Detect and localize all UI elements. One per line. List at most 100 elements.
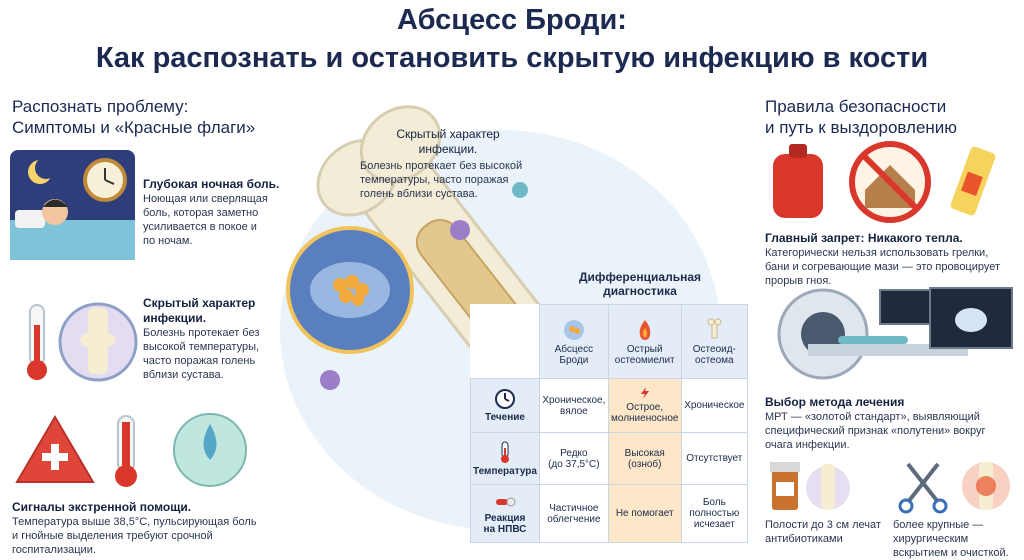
night-pain-text: Ноющая или сверлящая: [143, 193, 268, 205]
emergency-title: Сигналы экстренной помощи.: [12, 500, 192, 514]
no-sauna-icon: [849, 141, 931, 223]
column-header-label: Абсцесс: [554, 343, 594, 355]
knee-joint-icon: [80, 308, 116, 374]
table-title-line: диагностика: [603, 284, 677, 298]
night-pain-block: Глубокая ночная боль. Ноющая или сверлящ…: [143, 177, 283, 248]
emergency-text: Температура выше 38,5°С, пульсирующая бо…: [12, 516, 257, 528]
table-cell-text: полностью: [689, 508, 740, 519]
knee-icon: [806, 464, 850, 510]
table-cell-text: Редко: [560, 447, 588, 459]
page-title-line2: Как распознать и остановить скрытую инфе…: [95, 42, 929, 74]
page-title-line1: Абсцесс Броди:: [397, 4, 627, 36]
table-title: Дифференциальная диагностика: [560, 270, 720, 298]
hidden-infection-text: Болезнь протекает без: [143, 327, 260, 339]
table-cell-text: Отсутствует: [686, 453, 743, 464]
table-cell-text: вялое: [560, 405, 588, 417]
left-heading-line2: Симптомы и «Красные флаги»: [12, 118, 256, 137]
table-cell: Хроническое: [680, 378, 749, 433]
hidden-infection-title: Скрытый характер: [143, 296, 256, 310]
warning-cross-icon: [15, 415, 95, 483]
table-header-row: Абсцесс Броди Острый остеомиелит Остеоид…: [471, 304, 749, 379]
table-cell-text: Хроническое,: [542, 394, 606, 406]
center-note-text: Болезнь протекает без высокой: [360, 160, 523, 172]
column-header-label: Острый: [626, 343, 663, 355]
thermometer-icon: [27, 304, 47, 380]
table-cell: Не помогает: [607, 484, 682, 543]
row-header-temperature: Температура: [470, 432, 540, 485]
surgery-text: хирургическим: [893, 533, 969, 545]
night-pain-text: боль, которая заметно: [143, 207, 259, 219]
center-note-text: температуры, часто поражая: [360, 174, 509, 186]
treatment-method-title: Выбор метода лечения: [765, 395, 905, 409]
table-cell: Острое,молниеносное: [607, 378, 682, 433]
heat-ban-text: Категорически нельзя использовать грелки…: [765, 247, 989, 259]
table-cell-text: Не помогает: [615, 508, 674, 519]
center-note-title: инфекции.: [418, 142, 478, 156]
antibiotics-block: Полости до 3 см лечат антибиотиками: [765, 518, 885, 546]
column-header-osteoid-osteoma: Остеоид- остеома: [680, 304, 749, 379]
table-row-temperature: Температура Редко(до 37,5°С) Высокая(озн…: [470, 432, 749, 485]
table-cell-text: молниеносное: [610, 413, 679, 424]
table-cell-text: (озноб): [627, 458, 662, 470]
row-header-label: Температура: [473, 466, 537, 477]
hot-water-bottle-icon: [773, 144, 823, 218]
table-cell-text: (до 37,5°С): [548, 458, 600, 470]
night-pain-title: Глубокая ночная боль.: [143, 177, 280, 191]
heat-ban-text: бани и согревающие мази — это провоцируе…: [765, 261, 1001, 273]
bone-icon: [707, 318, 722, 338]
row-header-nsaid: Реакция на НПВС: [470, 484, 540, 543]
hidden-infection-text: вблизи сустава.: [143, 369, 224, 381]
heat-ban-text: прорыв гноя.: [765, 275, 832, 287]
mri-illustration: [777, 287, 1013, 380]
hidden-infection-illustration: [27, 302, 138, 382]
night-pain-text: по ночам.: [143, 235, 193, 247]
clock-icon: [494, 389, 515, 409]
night-pain-text: усиливается в покое и: [143, 221, 257, 233]
flame-icon: [639, 319, 651, 340]
table-cell-text: Хроническое: [684, 400, 745, 411]
table-cell-text: исчезает: [693, 519, 735, 530]
table-cell-text: Высокая: [624, 447, 665, 459]
antibiotic-bottle-icon: [770, 462, 800, 510]
table-title-line: Дифференциальная: [578, 270, 702, 284]
table-cell: Хроническое,вялое: [538, 378, 609, 433]
left-heading-line1: Распознать проблему:: [12, 97, 189, 116]
table-cell: Отсутствует: [680, 432, 749, 485]
treatment-method-text: МРТ — «золотой стандарт», выявляющий: [765, 411, 980, 423]
treatment-method-text: очага инфекции.: [765, 439, 850, 451]
heat-ban-block: Главный запрет: Никакого тепла. Категори…: [765, 231, 1020, 288]
surgery-text: вскрытием и очисткой.: [893, 547, 1009, 559]
column-header-brodie: Абсцесс Броди: [538, 304, 609, 379]
center-note-body: Болезнь протекает без высокой температур…: [360, 159, 560, 201]
heat-ban-title: Главный запрет: Никакого тепла.: [765, 231, 963, 245]
column-header-label: остеомиелит: [614, 354, 675, 366]
column-header-label: Броди: [559, 354, 589, 366]
hidden-infection-block: Скрытый характер инфекции. Болезнь проте…: [143, 296, 283, 382]
treatment-method-block: Выбор метода лечения МРТ — «золотой стан…: [765, 395, 1020, 452]
right-heading-line1: Правила безопасности: [765, 97, 947, 116]
surgery-text: более крупные —: [893, 519, 984, 531]
row-header-label: Течение: [484, 412, 525, 423]
night-pain-illustration: [10, 150, 135, 260]
emergency-text: и гнойные выделения требуют срочной: [12, 530, 213, 542]
column-header-label: остеома: [695, 354, 734, 366]
table-cell: Высокая(озноб): [607, 432, 682, 485]
pills-icon: [495, 497, 516, 506]
table-cell-text: Острое,: [626, 402, 664, 413]
differential-diagnosis-table: Абсцесс Броди Острый остеомиелит Остеоид…: [470, 304, 749, 543]
ointment-tube-icon: [950, 146, 996, 216]
hidden-infection-title: инфекции.: [143, 311, 207, 325]
column-header-label: Остеоид-: [692, 343, 736, 355]
treatment-options-illustration: [770, 462, 1010, 514]
pus-drop-icon: [173, 413, 247, 487]
center-note-text: голень вблизи сустава.: [360, 188, 478, 200]
heat-ban-illustration: [773, 141, 996, 223]
emergency-illustration: [15, 413, 247, 487]
table-cell-text: облегчение: [547, 513, 601, 525]
emergency-block: Сигналы экстренной помощи. Температура в…: [12, 500, 282, 557]
table-row-course: Течение Хроническое,вялое Острое,молниен…: [470, 378, 749, 433]
right-section-heading: Правила безопасности и путь к выздоровле…: [765, 96, 957, 138]
center-note-title: Скрытый характер: [396, 127, 500, 141]
